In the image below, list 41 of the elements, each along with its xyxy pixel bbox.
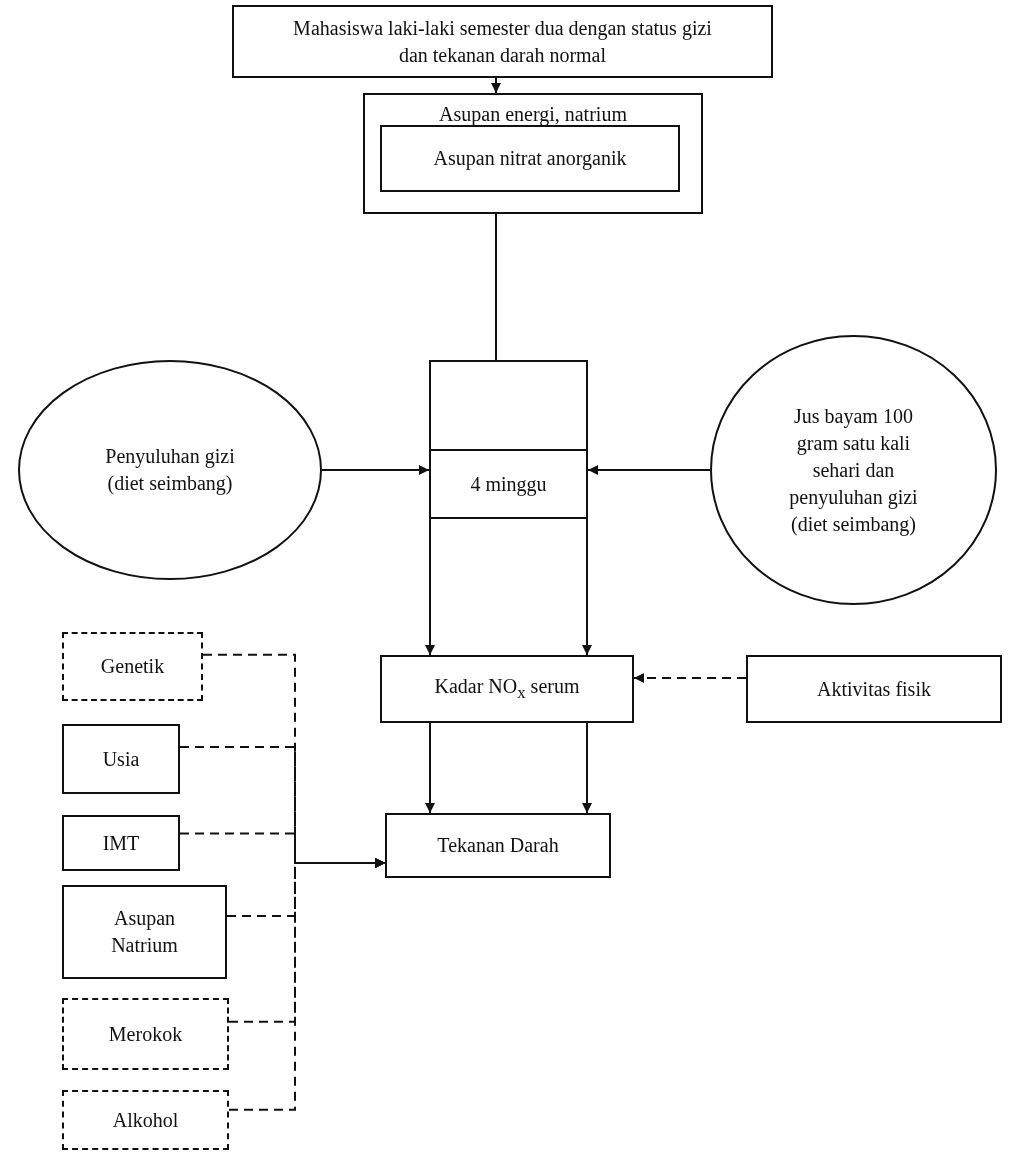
arrow <box>321 465 430 475</box>
node-text: 4 minggu <box>469 471 548 498</box>
node-text: Asupan energi, natrium <box>438 102 628 127</box>
arrow <box>582 518 592 656</box>
node-text: Aktivitas fisik <box>816 676 932 702</box>
process-box <box>746 655 1002 723</box>
node-text: Mahasiswa laki-laki semester dua dengan status gizi dan tekanan darah normal <box>292 15 713 68</box>
process-box <box>363 93 703 214</box>
process-box <box>62 998 229 1070</box>
process-box <box>62 815 180 871</box>
process-box <box>380 125 680 192</box>
node-text: Asupan Natrium <box>110 906 179 958</box>
node-text: Jus bayam 100 gram satu kali sehari dan penyuluhan gizi (diet seimbang) <box>788 403 919 538</box>
node-text: Tekanan Darah <box>436 833 560 858</box>
process-box <box>62 885 227 979</box>
ellipse-node <box>18 360 322 580</box>
connector-line <box>495 213 497 361</box>
arrow <box>491 77 501 94</box>
arrow <box>582 722 592 814</box>
process-box <box>62 632 203 701</box>
process-box <box>62 1090 229 1150</box>
dashed-arrow <box>228 858 386 1111</box>
arrow <box>587 465 711 475</box>
process-box <box>385 813 611 878</box>
node-text: Alkohol <box>111 1107 180 1133</box>
process-box <box>380 655 634 723</box>
process-box <box>62 724 180 794</box>
ellipse-node <box>710 335 997 605</box>
empty-box <box>429 360 588 451</box>
node-text: Penyuluhan gizi (diet seimbang) <box>104 444 236 497</box>
node-text: IMT <box>101 830 141 856</box>
arrow <box>425 722 435 814</box>
node-text: Merokok <box>107 1021 184 1047</box>
process-box <box>429 449 588 519</box>
node-text: Asupan nitrat anorganik <box>432 146 628 172</box>
arrow <box>425 518 435 656</box>
node-text: Kadar NO$_{x}$ serum <box>433 674 581 705</box>
node-text: Genetik <box>99 654 166 679</box>
process-box <box>232 5 773 78</box>
node-text: Usia <box>101 746 141 772</box>
dashed-arrow <box>633 673 747 683</box>
